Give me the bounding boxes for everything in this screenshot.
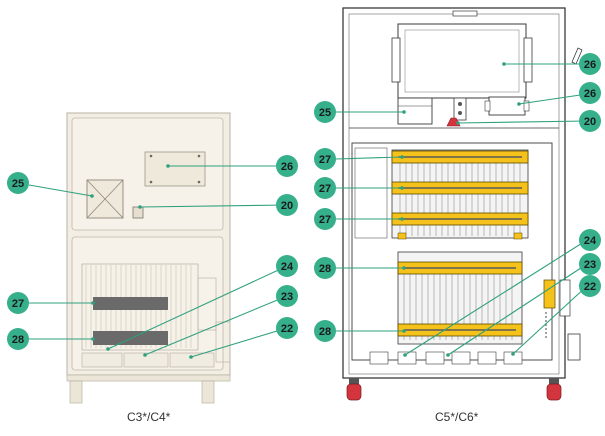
callout-label: 24 [281, 261, 294, 273]
callout-label: 27 [319, 154, 331, 166]
callout-label: 27 [12, 298, 24, 310]
callout-badge-28b-right: 28 [314, 320, 336, 342]
callout-badge-25-right: 25 [314, 101, 336, 123]
right-module-26a [397, 23, 527, 99]
callout-label: 23 [281, 291, 293, 303]
left-part-20 [132, 206, 144, 219]
callout-label: 28 [319, 263, 331, 275]
callout-badge-24-left: 24 [276, 255, 298, 277]
left-cabinet [66, 112, 231, 404]
callout-badge-28a-right: 28 [314, 257, 336, 279]
callout-label: 20 [584, 116, 596, 128]
callout-label: 27 [319, 214, 331, 226]
callout-badge-23-left: 23 [276, 285, 298, 307]
callout-label: 22 [281, 323, 293, 335]
callout-label: 27 [319, 183, 331, 195]
callout-label: 22 [584, 281, 596, 293]
callout-badge-22-right: 22 [579, 275, 601, 297]
callout-badge-25-left: 25 [7, 172, 29, 194]
right-bar-27b [391, 181, 529, 195]
callout-label: 26 [584, 59, 596, 71]
right-bar-27a [391, 150, 529, 164]
callout-label: 25 [12, 178, 24, 190]
right-bar-28a [397, 261, 523, 275]
right-caster-left [346, 378, 362, 401]
callout-label: 28 [12, 334, 24, 346]
caption-right: C5*/C6* [435, 410, 479, 424]
leader-lines [28, 63, 588, 358]
callout-badge-27b-right: 27 [314, 177, 336, 199]
right-bar-27c [391, 212, 529, 226]
callout-badge-26b-right: 26 [579, 82, 601, 104]
callout-badge-27c-right: 27 [314, 208, 336, 230]
callout-label: 28 [319, 326, 331, 338]
right-cabinet [342, 7, 583, 401]
right-bottom-slots [369, 351, 523, 365]
callout-label: 25 [319, 107, 331, 119]
left-module-26 [144, 151, 206, 187]
caption-left: C3*/C4* [127, 410, 171, 424]
right-caster-right [546, 378, 562, 401]
right-part-22 [543, 279, 556, 309]
callout-badge-24-right: 24 [579, 229, 601, 251]
callout-label: 20 [281, 200, 293, 212]
callout-label: 23 [584, 259, 596, 271]
callout-badge-28-left: 28 [7, 328, 29, 350]
leader-dots [90, 62, 521, 359]
callout-label: 26 [584, 88, 596, 100]
right-box-25 [397, 97, 433, 125]
callout-badge-23-right: 23 [579, 253, 601, 275]
right-module-26b [488, 96, 526, 116]
left-bar-27 [93, 297, 168, 310]
callout-badge-22-left: 22 [276, 317, 298, 339]
callout-badge-20-right: 20 [579, 110, 601, 132]
callout-badge-27-left: 27 [7, 292, 29, 314]
callout-badge-26a-right: 26 [579, 53, 601, 75]
callout-label: 26 [281, 161, 293, 173]
callout-badge-27a-right: 27 [314, 148, 336, 170]
callout-badge-26-left: 26 [276, 155, 298, 177]
callout-label: 24 [584, 235, 597, 247]
right-bar-28b [397, 323, 523, 337]
callout-badge-20-left: 20 [276, 194, 298, 216]
